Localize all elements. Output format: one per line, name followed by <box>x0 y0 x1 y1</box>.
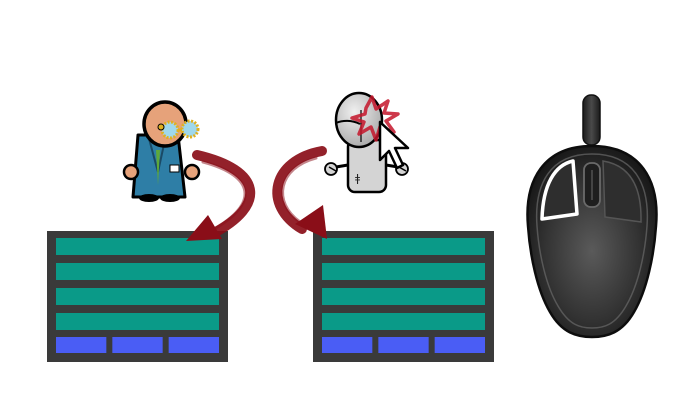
left-panel-buttons <box>56 337 219 353</box>
curved-arrow-icon <box>186 150 256 241</box>
panel-button <box>56 337 107 353</box>
panel-row <box>322 313 485 330</box>
panel-button <box>378 337 429 353</box>
panel-button <box>322 337 373 353</box>
left-arrow-head <box>186 215 222 241</box>
panel-row <box>56 263 219 280</box>
panel-row <box>56 313 219 330</box>
panel-row <box>56 288 219 305</box>
curved-arrow-icon <box>272 146 327 239</box>
left-ui-panel <box>47 231 228 362</box>
scientist-icon <box>122 100 201 202</box>
computer-mouse-icon <box>526 94 658 339</box>
panel-row <box>322 263 485 280</box>
left-panel-rows <box>56 238 219 330</box>
robot-cursor-icon: ǂ <box>324 91 410 194</box>
panel-row <box>56 238 219 255</box>
panel-button <box>112 337 163 353</box>
right-panel-buttons <box>322 337 485 353</box>
mouse-cord <box>582 94 601 146</box>
mouse-left-button <box>540 159 579 221</box>
cursor-icon <box>378 120 410 170</box>
mouse-right-button <box>602 160 642 223</box>
right-ui-panel <box>313 231 494 362</box>
panel-button <box>168 337 219 353</box>
right-panel-rows <box>322 238 485 330</box>
svg-text:ǂ: ǂ <box>355 172 360 185</box>
panel-button <box>434 337 485 353</box>
goggles-icon <box>157 119 200 140</box>
panel-row <box>322 288 485 305</box>
right-arrow-head <box>295 205 327 239</box>
panel-row <box>322 238 485 255</box>
